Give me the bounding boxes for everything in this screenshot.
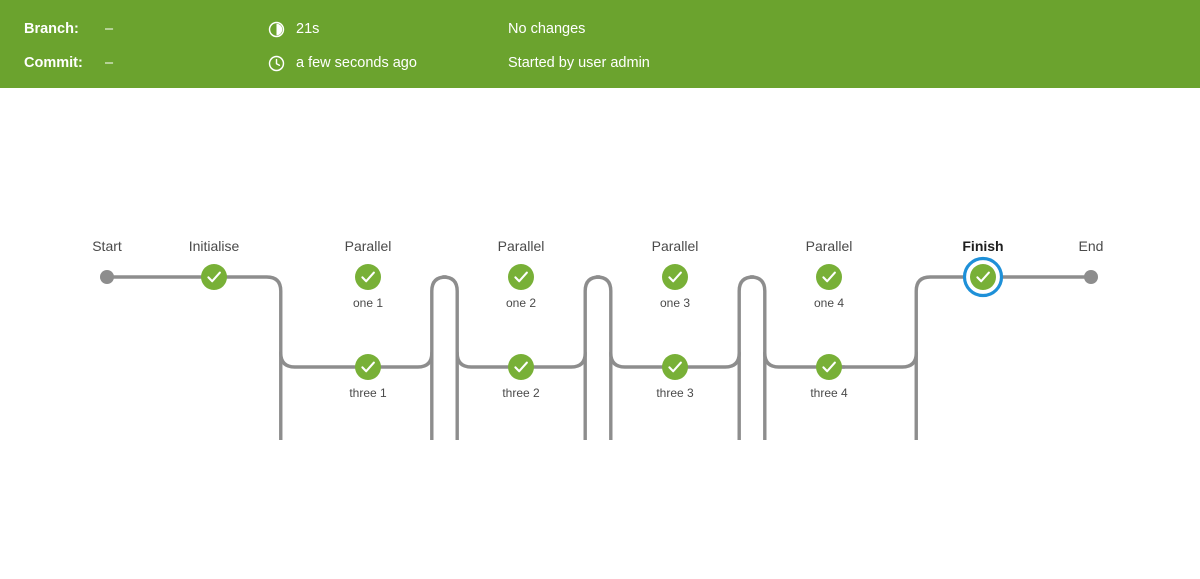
commit-label: Commit:: [24, 54, 83, 71]
connector-split-branch: [763, 351, 818, 369]
check-icon: [361, 361, 375, 373]
check-icon: [976, 271, 990, 283]
check-icon: [361, 271, 375, 283]
stage-label-end-7[interactable]: End: [1078, 238, 1104, 254]
connector-split-branch: [279, 351, 357, 369]
check-icon: [822, 361, 836, 373]
branch-row: Branch: –: [24, 12, 113, 46]
pipeline-node-parallel-3[interactable]: [508, 264, 534, 290]
stage-label-parallel-5[interactable]: Parallel: [805, 238, 853, 254]
check-icon: [668, 271, 682, 283]
connector-split-trunk: [595, 275, 613, 440]
branch-value: –: [105, 20, 114, 37]
time-row: a few seconds ago: [268, 46, 417, 80]
pipeline-branch-node-three-2[interactable]: [508, 354, 534, 380]
check-icon: [822, 271, 836, 283]
pipeline-branch-node-three-1[interactable]: [355, 354, 381, 380]
pipeline-node-end-7[interactable]: [1084, 270, 1098, 284]
branch-label: Branch:: [24, 20, 79, 37]
run-header: Branch: – Commit: – 21s a: [0, 0, 1200, 88]
clock-icon: [268, 55, 285, 72]
half-circle-timer-icon: [268, 21, 285, 38]
check-icon: [668, 361, 682, 373]
branch-label-one-1[interactable]: one 1: [352, 296, 384, 310]
check-icon: [514, 361, 528, 373]
connector-merge-trunk: [737, 275, 755, 440]
connector-split-trunk: [225, 275, 283, 440]
commit-row: Commit: –: [24, 46, 113, 80]
duration-value: 21s: [296, 20, 320, 37]
pipeline-branch-node-three-4[interactable]: [816, 354, 842, 380]
pipeline-branch-node-three-3[interactable]: [662, 354, 688, 380]
check-icon: [514, 271, 528, 283]
connector-merge-trunk: [914, 275, 972, 440]
pipeline-node-parallel-5[interactable]: [816, 264, 842, 290]
changes-value: No changes: [508, 20, 586, 37]
stage-label-finish-6[interactable]: Finish: [962, 238, 1004, 254]
branch-label-three-1[interactable]: three 1: [349, 386, 387, 400]
pipeline-node-finish-6[interactable]: [962, 256, 1004, 298]
branch-label-three-4[interactable]: three 4: [810, 386, 848, 400]
pipeline-node-parallel-4[interactable]: [662, 264, 688, 290]
connector-split-trunk: [441, 275, 459, 440]
branch-label-one-4[interactable]: one 4: [813, 296, 845, 310]
connector-split-branch: [609, 351, 664, 369]
pipeline-graph-svg: [100, 256, 1098, 440]
connector-merge-branch: [840, 351, 918, 369]
step-log-section: Finish - <1s: [0, 440, 1200, 579]
pipeline-node-start-0[interactable]: [100, 270, 114, 284]
connector-split-trunk: [749, 275, 767, 440]
pipeline-node-initialise-1[interactable]: [201, 264, 227, 290]
stage-label-initialise-1[interactable]: Initialise: [188, 238, 240, 254]
commit-value: –: [105, 54, 114, 71]
time-ago-value: a few seconds ago: [296, 54, 417, 71]
branch-label-one-2[interactable]: one 2: [505, 296, 537, 310]
stage-label-parallel-4[interactable]: Parallel: [651, 238, 699, 254]
stage-label-parallel-3[interactable]: Parallel: [497, 238, 545, 254]
connector-merge-trunk: [430, 275, 448, 440]
header-meta-column: Branch: – Commit: –: [24, 0, 254, 88]
header-time-column: 21s a few seconds ago: [268, 0, 498, 88]
stage-label-parallel-2[interactable]: Parallel: [344, 238, 392, 254]
branch-label-one-3[interactable]: one 3: [659, 296, 691, 310]
branch-label-three-3[interactable]: three 3: [656, 386, 694, 400]
pipeline-node-parallel-2[interactable]: [355, 264, 381, 290]
branch-label-three-2[interactable]: three 2: [502, 386, 540, 400]
check-icon: [207, 271, 221, 283]
connector-split-branch: [455, 351, 510, 369]
run-cause-value: Started by user admin: [508, 54, 650, 71]
changes-row: No changes: [508, 12, 585, 46]
stage-label-start-0[interactable]: Start: [92, 238, 122, 254]
connector-merge-branch: [686, 351, 741, 369]
connector-merge-branch: [532, 351, 587, 369]
cause-row: Started by user admin: [508, 46, 650, 80]
connector-merge-branch: [379, 351, 434, 369]
duration-row: 21s: [268, 12, 319, 46]
connector-merge-trunk: [583, 275, 601, 440]
header-info-column: No changes Started by user admin: [508, 0, 928, 88]
